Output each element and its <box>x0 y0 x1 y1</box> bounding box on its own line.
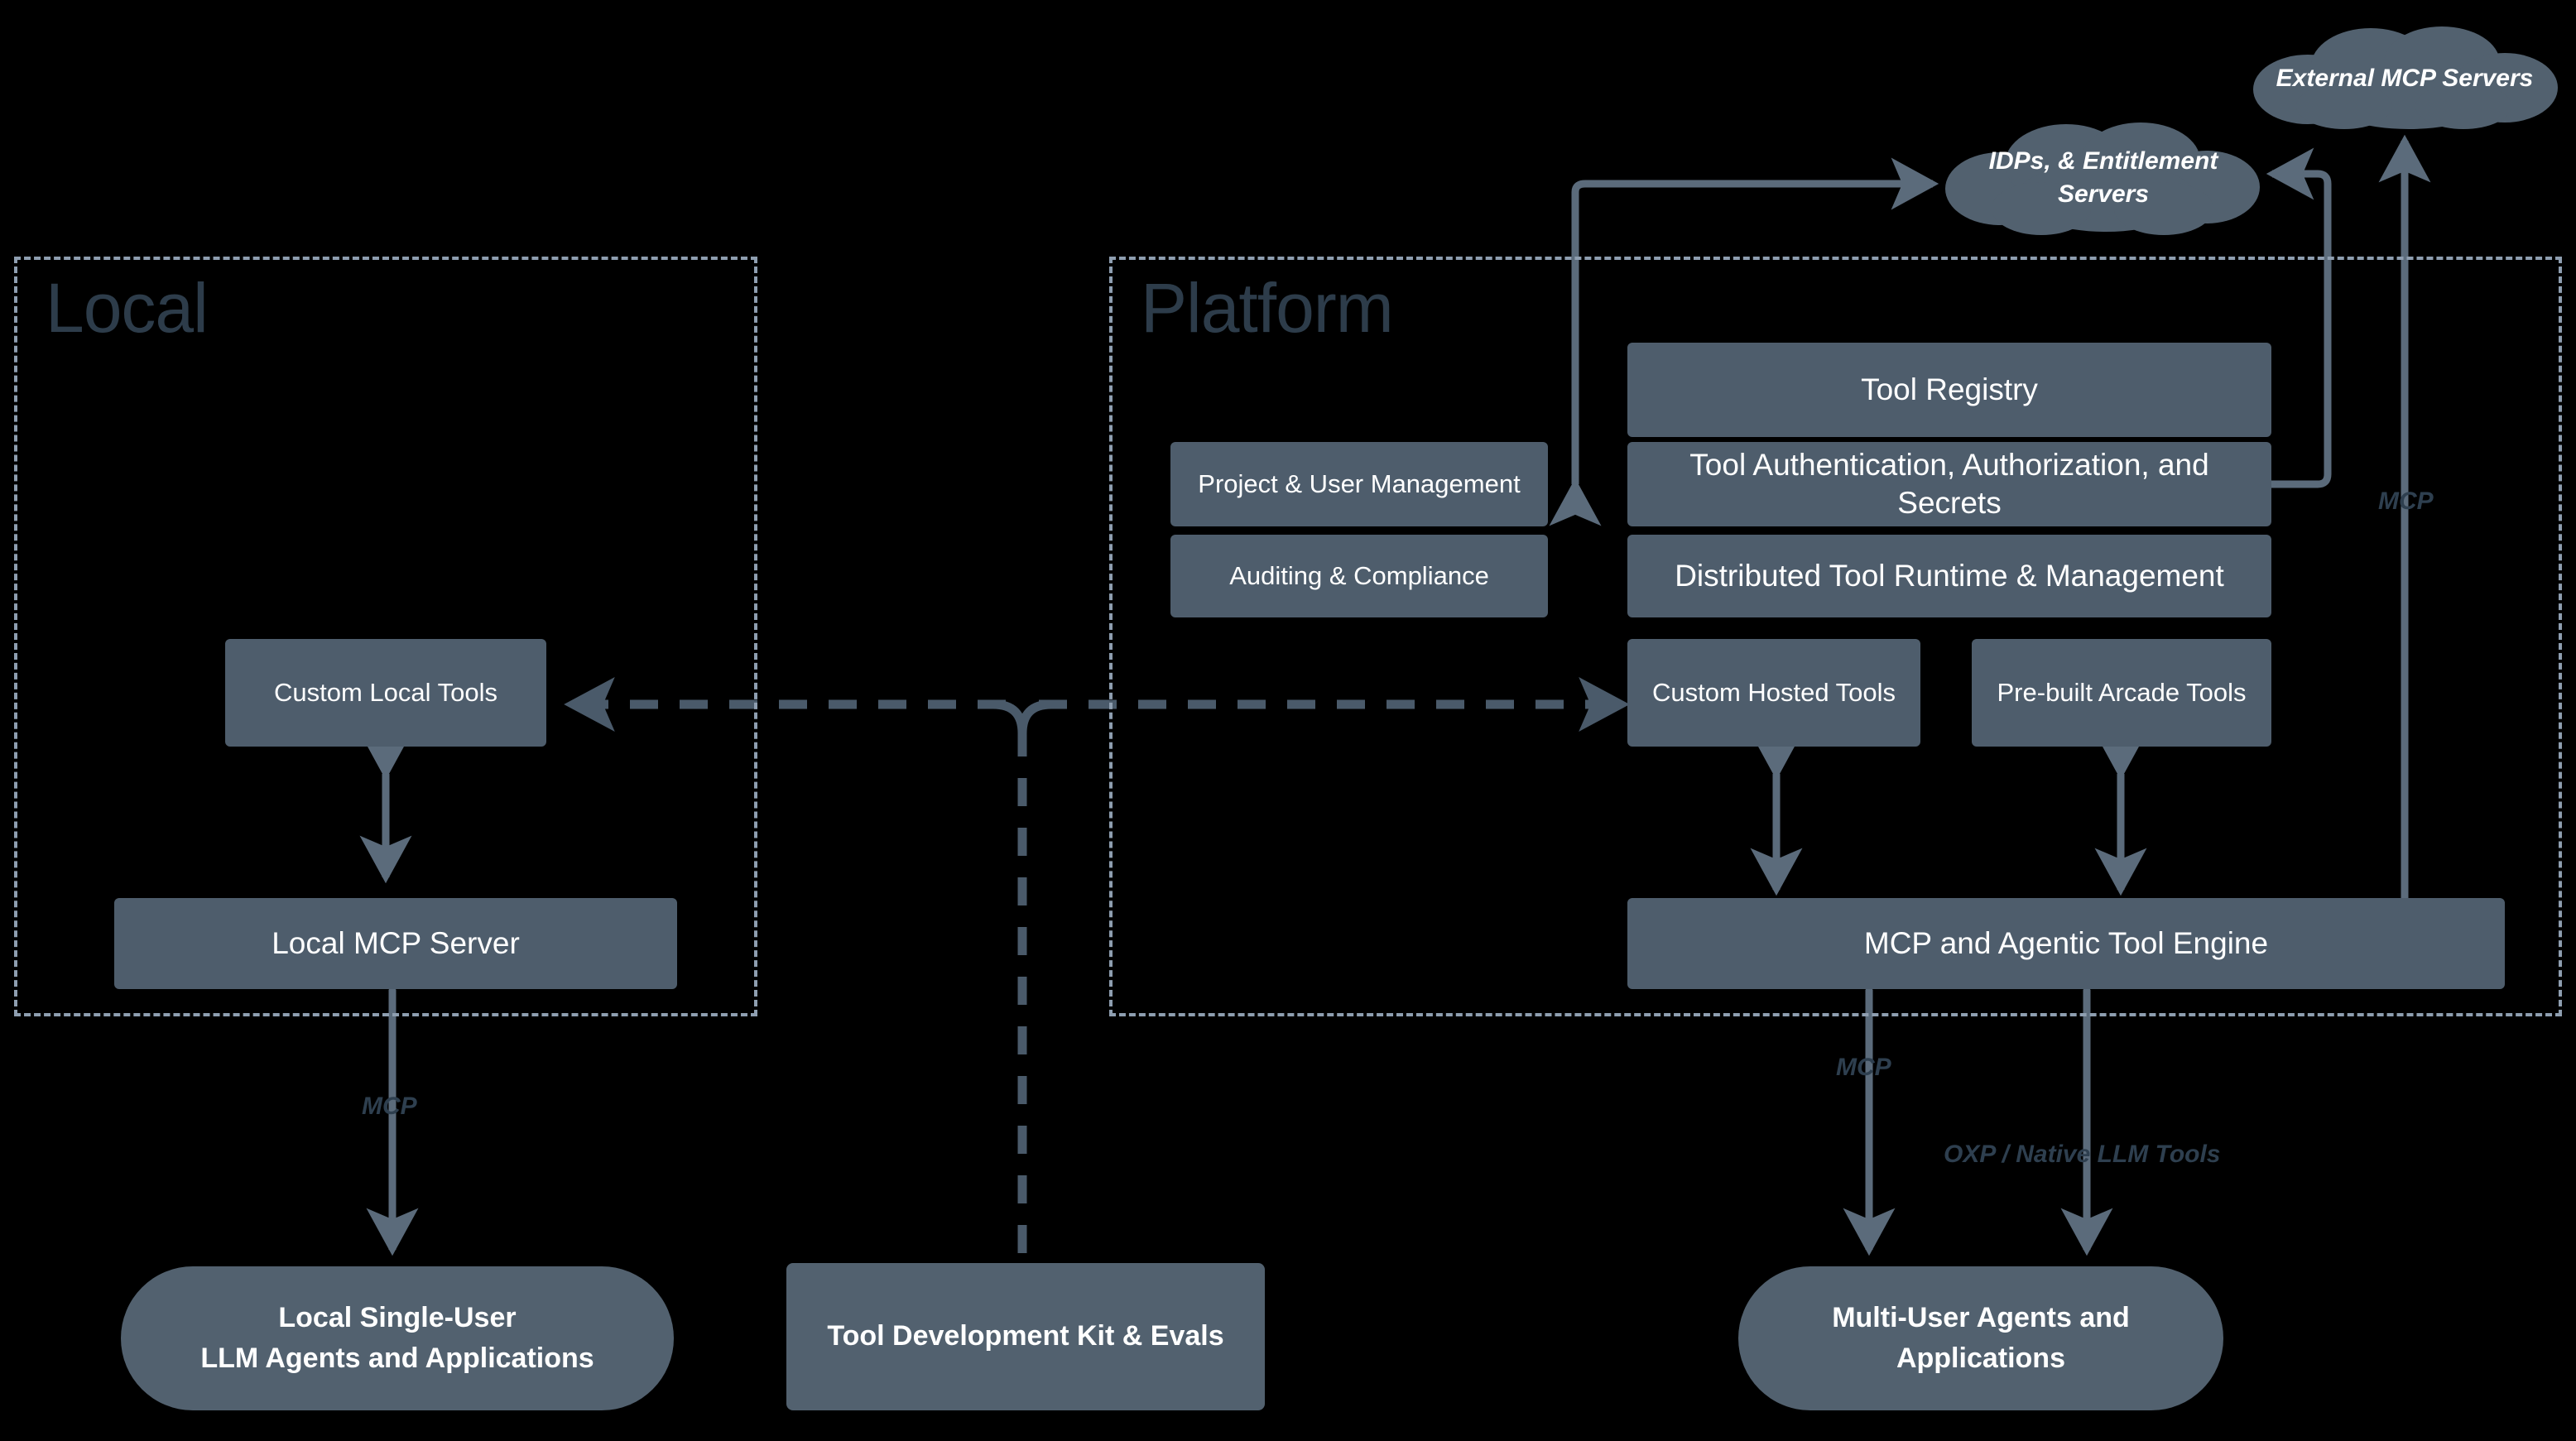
zone-local <box>14 257 757 1016</box>
node-tool-authentication-label: Tool Authentication, Authorization, and … <box>1689 447 2209 520</box>
node-custom-hosted-tools[interactable]: Custom Hosted Tools <box>1627 639 1920 747</box>
node-tool-registry[interactable]: Tool Registry <box>1627 343 2271 437</box>
consumer-local-agents-line1: Local Single-User <box>278 1301 517 1333</box>
node-distributed-tool-runtime-label: Distributed Tool Runtime & Management <box>1675 558 2224 593</box>
edge-label-oxp-native-llm-tools: OXP / Native LLM Tools <box>1944 1141 2221 1168</box>
node-prebuilt-arcade-tools[interactable]: Pre-built Arcade Tools <box>1972 639 2271 747</box>
cloud-external-mcp-servers[interactable]: External MCP Servers <box>2247 26 2563 131</box>
edge-label-mcp-external: MCP <box>2378 488 2434 515</box>
consumer-local-agents-text: Local Single-User LLM Agents and Applica… <box>200 1298 594 1380</box>
node-mcp-agentic-tool-engine-label: MCP and Agentic Tool Engine <box>1863 925 2269 960</box>
consumer-tool-development-kit[interactable]: Tool Development Kit & Evals <box>786 1263 1265 1410</box>
node-local-mcp-server[interactable]: Local MCP Server <box>114 898 677 989</box>
consumer-local-agents-line2: LLM Agents and Applications <box>200 1343 594 1374</box>
node-tool-authentication[interactable]: Tool Authentication, Authorization, and … <box>1627 442 2271 526</box>
consumer-tool-development-kit-label: Tool Development Kit & Evals <box>827 1320 1224 1352</box>
consumer-multi-user-agents-line2: Applications <box>1896 1343 2065 1374</box>
edge-label-mcp-local: MCP <box>362 1093 417 1120</box>
consumer-multi-user-agents[interactable]: Multi-User Agents and Applications <box>1738 1266 2223 1410</box>
consumer-local-agents[interactable]: Local Single-User LLM Agents and Applica… <box>121 1266 674 1410</box>
cloud-idps-entitlement-servers-label: IDPs, & Entitlement Servers <box>1988 147 2218 209</box>
node-auditing-compliance[interactable]: Auditing & Compliance <box>1170 535 1548 617</box>
edge-label-mcp-platform: MCP <box>1836 1054 1891 1081</box>
cloud-shape-icon <box>1945 122 2260 235</box>
cloud-shape-icon <box>2253 26 2558 129</box>
node-auditing-compliance-label: Auditing & Compliance <box>1229 560 1489 590</box>
devkit-junction-right <box>1017 699 1056 738</box>
cloud-external-mcp-servers-label: External MCP Servers <box>2276 64 2534 92</box>
node-tool-registry-label: Tool Registry <box>1861 372 2038 406</box>
node-custom-local-tools[interactable]: Custom Local Tools <box>225 639 546 747</box>
node-custom-hosted-tools-label: Custom Hosted Tools <box>1651 677 1896 707</box>
cloud-idps-entitlement-servers[interactable]: IDPs, & Entitlement Servers <box>1942 116 2265 240</box>
zone-local-title: Local <box>46 269 209 347</box>
node-project-user-management[interactable]: Project & User Management <box>1170 442 1548 526</box>
node-mcp-agentic-tool-engine[interactable]: MCP and Agentic Tool Engine <box>1627 898 2505 989</box>
node-project-user-management-label: Project & User Management <box>1198 468 1521 498</box>
node-prebuilt-arcade-tools-label: Pre-built Arcade Tools <box>1997 677 2247 707</box>
node-local-mcp-server-label: Local MCP Server <box>272 925 520 960</box>
consumer-multi-user-agents-text: Multi-User Agents and Applications <box>1832 1298 2130 1380</box>
zone-platform <box>1109 257 2562 1016</box>
node-custom-local-tools-label: Custom Local Tools <box>274 677 497 707</box>
consumer-multi-user-agents-line1: Multi-User Agents and <box>1832 1301 2130 1333</box>
zone-platform-title: Platform <box>1141 269 1394 347</box>
devkit-junction-left <box>988 699 1027 738</box>
node-distributed-tool-runtime[interactable]: Distributed Tool Runtime & Management <box>1627 535 2271 617</box>
